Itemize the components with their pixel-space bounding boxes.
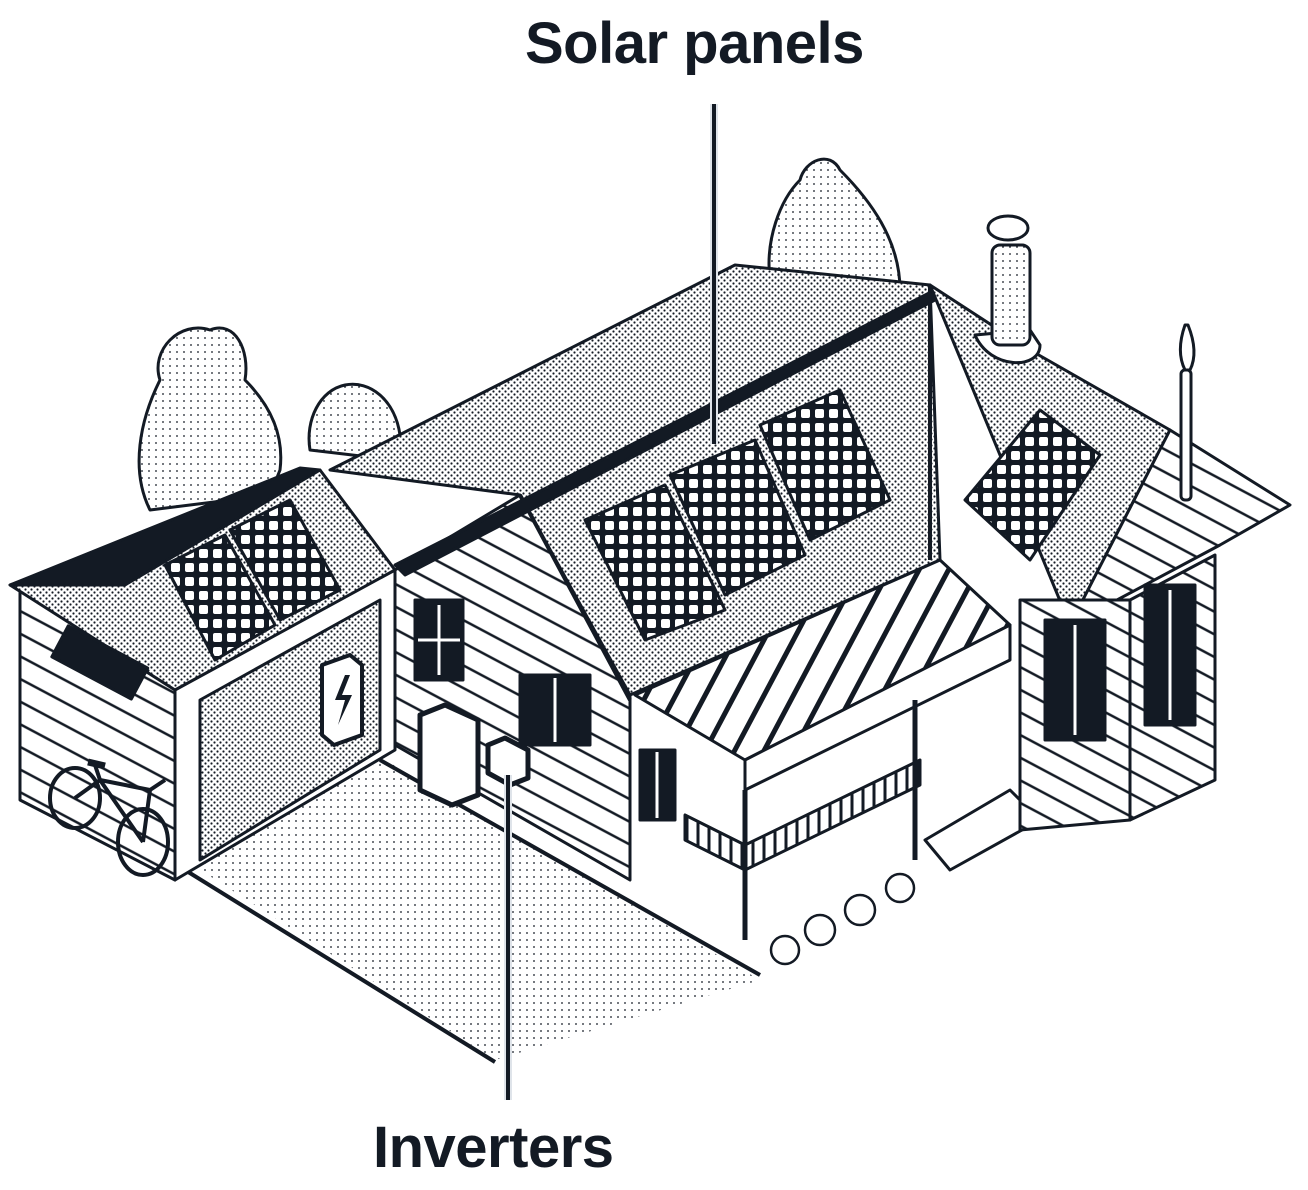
tree-left [137, 326, 402, 512]
main-roof-solar-panels [583, 388, 892, 642]
shrubs [769, 872, 916, 966]
right-wing [928, 283, 1292, 832]
chimney [973, 214, 1042, 365]
driveway [185, 760, 760, 1060]
main-house [328, 263, 942, 882]
inverter-boxes [417, 702, 531, 808]
bicycle [48, 758, 170, 877]
ev-charger [320, 653, 364, 747]
right-wing-solar-panel [963, 408, 1102, 562]
inverters-label: Inverters [373, 1115, 614, 1180]
solar-panels-label: Solar panels [525, 11, 864, 76]
garage-solar-panels [163, 498, 342, 662]
leader-lines [504, 104, 718, 1100]
antenna [1179, 323, 1196, 502]
porch [633, 558, 1042, 940]
